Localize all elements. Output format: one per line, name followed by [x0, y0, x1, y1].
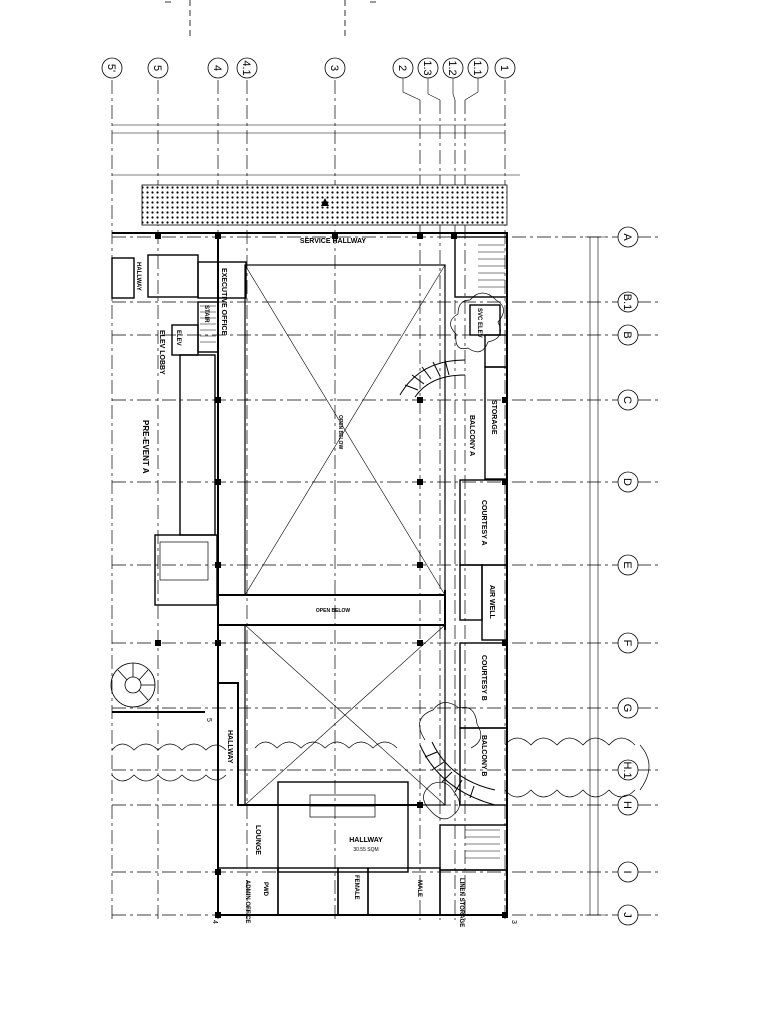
room-service-hallway: SERVICE HALLWAY [300, 238, 366, 245]
row-label-b: B [621, 331, 633, 338]
row-label-c: C [621, 396, 633, 404]
curved-stair-bottom-icon [419, 741, 496, 806]
col-label-4: 4 [211, 65, 223, 71]
structural-columns [155, 233, 508, 918]
room-female: FEMALE [353, 875, 359, 900]
bottom-wing-walls [217, 781, 441, 916]
row-label-g: G [621, 704, 633, 713]
row-label-i: I [621, 870, 633, 873]
row-label-j: J [621, 912, 633, 918]
row-label-a: A [621, 233, 633, 241]
room-male: MALE [416, 880, 422, 897]
row-bubble-labels: A B.1 B C D E F G H.1 H I J [621, 233, 633, 917]
top-dashed-lines [165, 0, 378, 40]
room-hallway-bottom: HALLWAY [349, 837, 383, 844]
row-bubbles [617, 226, 639, 926]
room-linen-storage: LINEN STORAGE [458, 878, 464, 927]
col-label-5: 5 [151, 65, 163, 71]
conference-table [159, 541, 376, 818]
corner-marker-3: 3 [510, 920, 517, 924]
column-bubble-labels: 5' 5 4 4.1 3 2 1.3 1.2 1.1 1 [105, 60, 510, 75]
room-hallway-left: HALLWAY [135, 262, 141, 291]
room-svc-elev: SVC ELEV [476, 308, 482, 338]
row-label-d: D [621, 478, 633, 486]
row-label-f: F [621, 640, 633, 647]
room-lounge: LOUNGE [254, 825, 261, 855]
hallway-area-label: 30.55 SQM [353, 847, 378, 853]
room-executive-office: EXECUTIVE OFFICE [220, 268, 227, 336]
tree-canopy-outlines [111, 292, 650, 820]
room-elev: ELEV [175, 330, 181, 346]
row-grid-lines [112, 236, 660, 916]
stair-treads-left [200, 305, 216, 343]
col-label-5p: 5' [105, 64, 117, 72]
row-label-h1: H.1 [621, 761, 633, 778]
col-label-1-2: 1.2 [446, 60, 458, 75]
col-label-1: 1 [498, 65, 510, 71]
room-balcony-b: BALCONY B [480, 735, 487, 776]
north-arrow-icon [321, 198, 329, 206]
room-open-below-top: OPEN BELOW [337, 415, 343, 449]
room-pre-event-a: PRE-EVENT A [141, 420, 150, 474]
room-hallway-mid: HALLWAY [226, 730, 233, 764]
col-label-4-1: 4.1 [240, 60, 252, 75]
row-label-b1: B.1 [621, 294, 633, 311]
spiral-stair-icon [110, 662, 156, 708]
room-storage: STORAGE [490, 400, 497, 435]
row-label-e: E [621, 561, 633, 568]
room-stair: STAIR [203, 305, 209, 323]
open-atrium [244, 264, 446, 806]
room-courtesy-b: COURTESY B [480, 655, 487, 701]
col-label-2: 2 [396, 65, 408, 71]
room-pwd: PWD [262, 882, 268, 897]
corner-marker-4: 4 [211, 920, 218, 924]
room-balcony-a: BALCONY A [468, 415, 475, 456]
column-leaders [402, 78, 479, 101]
dimension-lines [112, 124, 605, 916]
curved-stair-top-icon [399, 359, 466, 398]
col-label-1-1: 1.1 [471, 60, 483, 75]
row-label-h: H [621, 801, 633, 809]
stair-treads-right [465, 244, 505, 859]
bridge-beams [217, 590, 446, 630]
annotation-labels: 30.55 SQM 4 3 5 [205, 718, 517, 924]
left-wing-walls [111, 254, 247, 606]
right-wing-walls [439, 236, 508, 916]
room-labels: SERVICE HALLWAY EXECUTIVE OFFICE HALLWAY… [135, 238, 497, 927]
room-open-below-bridge: OPEN BELOW [316, 608, 350, 614]
room-admin-office: ADMIN OFFICE [244, 880, 250, 923]
room-elev-lobby: ELEV LOBBY [158, 330, 165, 375]
corner-marker-5: 5 [205, 718, 212, 722]
room-courtesy-a: COURTESY A [480, 500, 487, 546]
col-label-3: 3 [328, 65, 340, 71]
room-air-well: AIR WELL [488, 585, 495, 620]
col-label-1-3: 1.3 [421, 60, 433, 75]
column-bubbles [101, 57, 516, 79]
